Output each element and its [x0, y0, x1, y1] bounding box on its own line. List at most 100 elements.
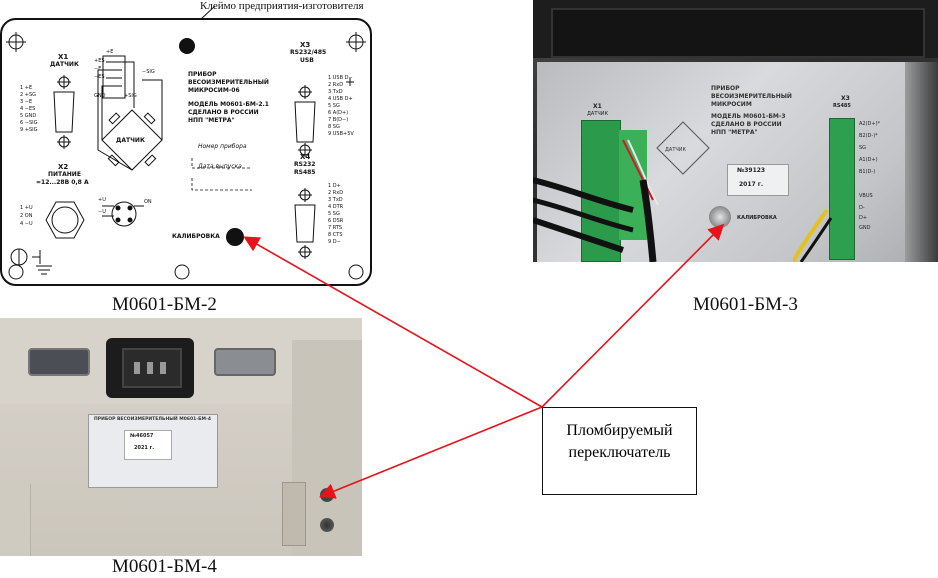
device-line: ВЕСОИЗМЕРИТЕЛЬНЫЙ: [188, 79, 269, 86]
x3-title: X3: [300, 41, 311, 49]
x2-title: X2: [58, 163, 69, 171]
x1-pin: 3 −E: [20, 99, 33, 105]
x1-pin: 9 +SIG: [20, 127, 38, 133]
model-line: НПП "МЕТРА": [188, 117, 235, 124]
p3-year: 2017 г.: [739, 181, 764, 188]
p3-calibration-switch: [709, 206, 731, 228]
p4-plate-title: ПРИБОР ВЕСОИЗМЕРИТЕЛЬНЫЙ М0601-БМ-4: [94, 417, 212, 422]
x1-sub: ДАТЧИК: [50, 61, 79, 68]
bridge-label: −ES: [94, 74, 105, 80]
p3-line: ПРИБОР: [711, 85, 740, 92]
p3-x1-sub: ДАТЧИК: [587, 111, 609, 117]
bridge-label: GND: [94, 93, 106, 99]
p3-usb-pin: GND: [859, 225, 871, 231]
model-line: СДЕЛАНО В РОССИИ: [188, 109, 259, 116]
x4-pin: 5 SG: [328, 211, 340, 217]
panel-bm2-drawing: [6, 32, 366, 280]
x3-pin: 5 SG: [328, 103, 340, 109]
p3-line: ВЕСОИЗМЕРИТЕЛЬНЫЙ: [711, 93, 792, 100]
p3-x3-pin: B1(D-): [859, 169, 876, 175]
x4-sub: RS485: [294, 169, 316, 176]
label-plate: [88, 414, 218, 488]
x1-pin: 6 −SIG: [20, 120, 38, 126]
cables: [533, 139, 659, 262]
p3-serial: №39123: [737, 167, 766, 174]
p3-bridge: ДАТЧИК: [665, 147, 687, 153]
photo-bm4: ПРИБОР ВЕСОИЗМЕРИТЕЛЬНЫЙ М0601-БМ-4 №460…: [0, 318, 362, 556]
photo-bm3: ДАТЧИК X1 ДАТЧИК ПРИБОР ВЕСОИЗМЕРИТЕЛЬНЫ…: [533, 0, 938, 262]
db9-connector-right: [214, 348, 276, 376]
x1-title: X1: [58, 53, 69, 61]
x4-pin: 2 RxD: [328, 190, 344, 196]
x4-sub: RS232: [294, 161, 316, 168]
x2-spec: =12...28В 0,8 А: [36, 179, 89, 186]
callout-line1: Пломбируемый: [566, 422, 673, 439]
db9-connector-left: [28, 348, 90, 376]
x3-pin: 3 TxD: [328, 89, 343, 95]
p3-calib: КАЛИБРОВКА: [737, 215, 777, 221]
date-label: Дата выпуска: [198, 163, 242, 170]
x2-sub: ПИТАНИЕ: [48, 171, 81, 178]
sealed-switch-callout: Пломбируемый переключатель: [542, 407, 697, 495]
x3-pin: 4 USB D+: [328, 96, 353, 102]
x4-title: X4: [300, 153, 311, 161]
terminal-block-x3: [829, 118, 855, 260]
caption-bm3: М0601-БМ-3: [693, 294, 798, 315]
x3-sub: USB: [300, 57, 314, 64]
arrow-to-bm4: [319, 406, 543, 499]
x1-pin: 1 +E: [20, 85, 33, 91]
standoff-post: [282, 482, 306, 546]
plug-pin: −U: [98, 209, 106, 215]
p4-serial: №46057: [130, 433, 154, 439]
model-line: МОДЕЛЬ М0601-БМ-2.1: [188, 101, 269, 108]
p3-usb-pin: D-: [859, 205, 865, 211]
bridge-label: +SIG: [124, 93, 137, 99]
x1-pin: 4 −ES: [20, 106, 36, 112]
p3-x3-pin: A1(D+): [859, 157, 878, 163]
p3-line: МОДЕЛЬ М0601-БМ-3: [711, 113, 786, 120]
device-line: МИКРОСИМ-06: [188, 87, 240, 94]
callout-line2: переключатель: [568, 444, 671, 461]
x1-pin: 5 GND: [20, 113, 37, 119]
x2-pin: 4 −U: [20, 221, 33, 227]
x4-pin: 4 DTR: [328, 204, 344, 210]
bridge-label: +ES: [94, 58, 105, 64]
p3-x3-pin: B2(D-)*: [859, 133, 878, 139]
bridge-title: ДАТЧИК: [116, 137, 145, 144]
p3-x1: X1: [593, 103, 602, 110]
x3-pin: 1 USB D−: [328, 75, 353, 81]
arrow-to-bm2: [243, 236, 543, 408]
p3-line: МИКРОСИМ: [711, 101, 752, 108]
x4-pin: 3 TxD: [328, 197, 343, 203]
serial-label: Номер прибора: [198, 143, 247, 150]
p3-x3: X3: [841, 95, 850, 102]
device-line: ПРИБОР: [188, 71, 217, 78]
x2-pin: 1 +U: [20, 205, 33, 211]
x4-pin: 6 DSR: [328, 218, 344, 224]
plug-pin: ON: [144, 199, 152, 205]
p3-usb-pin: D+: [859, 215, 868, 221]
bridge-label: +E: [106, 49, 114, 55]
calibration-label: КАЛИБРОВКА: [172, 233, 220, 240]
x3-pin: 6 A(D+): [328, 110, 349, 116]
x4-pin: 1 D+: [328, 183, 341, 189]
p3-serial-sticker: [727, 164, 789, 196]
p3-line: НПП "МЕТРА": [711, 129, 758, 136]
header-label: Клеймо предприятия-изготовителя: [200, 0, 364, 12]
x4-pin: 7 RTS: [328, 225, 343, 231]
panel-bm2: X1 ДАТЧИК 1 +E 2 +SG 3 −E 4 −ES 5 GND 6 …: [0, 18, 372, 286]
arrow-to-bm3: [541, 223, 725, 408]
bridge-label: −SIG: [142, 69, 155, 75]
x3-pin: 9 USB+5V: [328, 131, 354, 137]
x4-pin: 9 D−: [328, 239, 341, 245]
p3-line: СДЕЛАНО В РОССИИ: [711, 121, 782, 128]
yellow-wires: [793, 210, 833, 262]
mount-hole-icon: [6, 32, 366, 280]
bridge-label: −E: [94, 66, 102, 72]
p4-year: 2021 г.: [134, 445, 155, 451]
p3-x3-pin: A2(D+)*: [859, 121, 881, 127]
p3-x3-pin: SG: [859, 145, 867, 151]
x3-pin: 7 B(D−): [328, 117, 349, 123]
plug-pin: +U: [98, 197, 106, 203]
